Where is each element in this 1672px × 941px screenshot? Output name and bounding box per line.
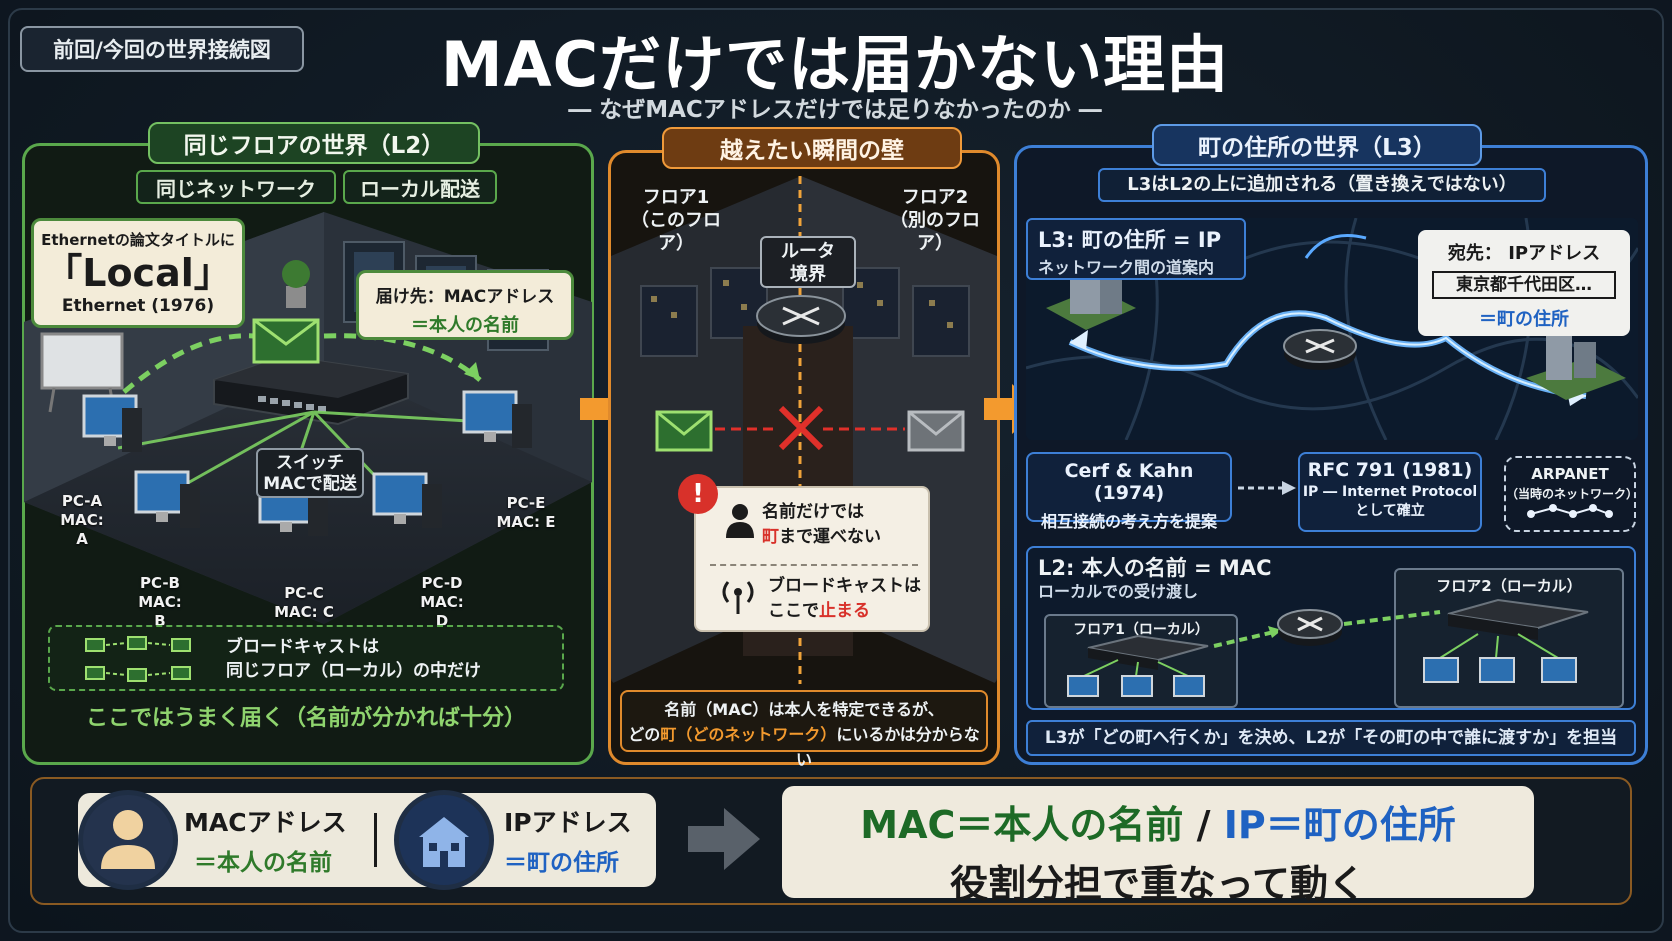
ethernet-local-callout: Ethernetの論文タイトルに 「Local」 Ethernet (1976): [31, 218, 245, 328]
l2-title: L2: 本人の名前 = MAC: [1038, 556, 1272, 580]
broadcast-envelopes-icon: [85, 636, 191, 682]
previous-current-tag: 前回/今回の世界接続図: [20, 26, 304, 72]
network-switch: [213, 354, 409, 426]
house-building-icon: [394, 790, 494, 890]
ip-dest-address: 東京都千代田区…: [1432, 271, 1616, 299]
alert-icon: !: [678, 474, 718, 514]
arrow-right-icon: [688, 808, 760, 870]
panel-l2-heading: 同じフロアの世界（L2）: [148, 122, 480, 164]
network-switch: [1087, 634, 1209, 670]
ip-destination-callout: 宛先： IPアドレス 東京都千代田区… ＝町の住所: [1418, 230, 1630, 336]
envelope-icon: [655, 410, 713, 452]
dashed-arrow-icon: [1238, 481, 1296, 495]
l3-title: L3: 町の住所 = IP: [1038, 228, 1222, 252]
summary-line1: MAC＝本人の名前 / IP＝町の住所: [860, 803, 1456, 847]
envelope-grey-icon: [907, 410, 965, 452]
warning-card: ! 名前だけでは 町まで運べない ブロードキャストは ここで止まる: [678, 474, 930, 632]
broadcast-signal-icon: [722, 581, 754, 614]
l2-network-diagram: [1067, 598, 1589, 697]
callout-line1: Ethernetの論文タイトルに: [41, 231, 235, 249]
legend-divider: [374, 813, 377, 867]
arpanet-card: ARPANET （当時のネットワーク）: [1504, 456, 1638, 532]
panel-wall-heading: 越えたい瞬間の壁: [662, 127, 962, 169]
floor2-local-box: フロア2（ローカル）: [1394, 568, 1624, 708]
legend-card: MACアドレス ＝本人の名前 IPアドレス ＝町の住所: [78, 793, 656, 887]
destination-mac-callout: 届け先：MACアドレス ＝本人の名前: [356, 270, 574, 340]
callout-ethernet-year: Ethernet (1976): [61, 296, 215, 316]
dest-mac-line1: 届け先：MACアドレス: [375, 287, 555, 307]
summary-card: MAC＝本人の名前 / IP＝町の住所 役割分担で重なって動く: [782, 786, 1534, 906]
callout-local-word: 「Local」: [44, 251, 232, 295]
l3-subtitle: ネットワーク間の道案内: [1038, 258, 1215, 277]
floor1-label: フロア1（このフロア）: [631, 187, 721, 254]
chip-same-network: 同じネットワーク: [136, 170, 336, 204]
l3-over-l2-note: L3はL2の上に追加される（置き換えではない）: [1098, 168, 1546, 202]
arpanet-nodes-icon: [1527, 504, 1613, 518]
l3-ip-card: L3: 町の住所 = IP ネットワーク間の道案内: [1026, 218, 1246, 280]
send-arrow-left: [122, 333, 255, 394]
network-switch: [1447, 598, 1589, 640]
ip-dest-label: 宛先： IPアドレス: [1447, 243, 1601, 264]
cerf-kahn-card: Cerf & Kahn (1974) 相互接続の考え方を提案: [1026, 452, 1232, 531]
chip-local-delivery: ローカル配送: [343, 170, 497, 204]
broadcast-stop-text: ブロードキャストは ここで止まる: [768, 576, 921, 621]
warning-text: 名前だけでは 町まで運べない: [762, 502, 881, 547]
whiteboard: [40, 332, 124, 390]
envelope-icon: [252, 318, 320, 364]
left-footer: ここではうまく届く（名前が分かれば十分）: [85, 706, 526, 731]
switch-label-line1: スイッチ: [276, 453, 344, 473]
l2-subtitle: ローカルでの受け渡し: [1038, 582, 1199, 601]
broadcast-note: ブロードキャストは同じフロア（ローカル）の中だけ: [48, 625, 564, 691]
switch-label: スイッチ MACで配送: [256, 448, 364, 498]
broadcast-note-text: ブロードキャストは同じフロア（ローカル）の中だけ: [226, 637, 481, 681]
computer-icon: [82, 390, 532, 536]
legend-mac-value: ＝本人の名前: [194, 850, 332, 876]
router-icon: [756, 295, 846, 344]
legend-ip-title: IPアドレス: [504, 808, 632, 837]
computer-icon: [1067, 657, 1577, 697]
rfc791-card: RFC 791 (1981) IP ― Internet Protocol とし…: [1298, 452, 1482, 532]
page-subtitle: ― なぜMACアドレスだけでは足りなかったのか ―: [568, 97, 1102, 123]
blocked-x-icon: [778, 405, 824, 451]
person-icon: [726, 504, 754, 538]
router-icon: [1283, 329, 1357, 370]
middle-footer: 名前（MAC）は本人を特定できるが、 どの町（どのネットワーク）にいるかは分から…: [620, 690, 988, 769]
page-title: MACだけでは届かない理由: [440, 28, 1230, 101]
l2-mac-panel: L2: 本人の名前 = MAC ローカルでの受け渡し フロア1（ローカル） フロ…: [1026, 546, 1636, 710]
switch-label-line2: MACで配送: [263, 474, 357, 494]
dest-mac-line2: ＝本人の名前: [411, 315, 519, 336]
ip-dest-equals: ＝町の住所: [1479, 309, 1569, 330]
router-boundary-label: ルータ境界: [760, 236, 856, 288]
legend-mac-title: MACアドレス: [184, 808, 347, 837]
potted-plant: [282, 260, 310, 308]
router-icon: [1277, 609, 1343, 646]
send-arrow-right: [323, 333, 482, 382]
right-footer: L3が「どの町へ行くか」を決め、L2が「その町の中で誰に渡すか」を担当: [1026, 720, 1636, 756]
person-avatar-icon: [78, 790, 178, 890]
legend-ip-value: ＝町の住所: [504, 850, 619, 876]
panel-l3-heading: 町の住所の世界（L3）: [1152, 124, 1482, 166]
building-icon: [1526, 336, 1626, 400]
summary-line2: 役割分担で重なって動く: [949, 862, 1367, 906]
floor2-label: フロア2（別のフロア）: [890, 187, 980, 254]
